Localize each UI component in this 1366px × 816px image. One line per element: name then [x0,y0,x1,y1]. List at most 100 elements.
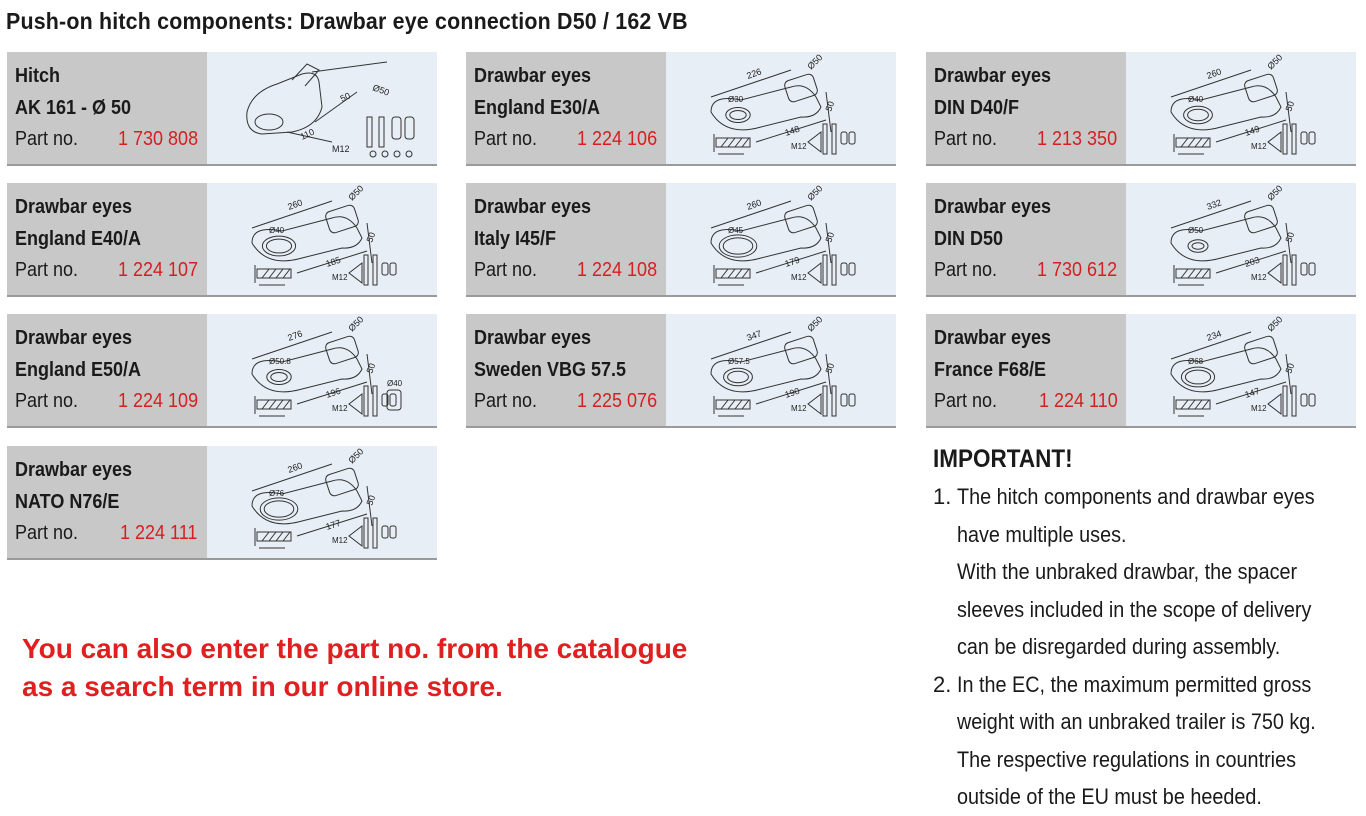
section-view-icon [1173,265,1211,286]
bolt-size: M12 [1251,404,1267,413]
dim-eye-diameter: Ø57.5 [728,357,750,366]
part-number-label: Part no. [15,128,79,150]
dim-shank: Ø50 [346,183,365,202]
part-number-label: Part no. [15,390,79,412]
part-number-label: Part no. [474,390,538,412]
product-name: Drawbar eyes [15,327,133,349]
product-name: Drawbar eyes [474,65,592,87]
dim-height: 50 [1283,362,1296,375]
product-name: Drawbar eyes [934,196,1052,218]
dim-height: 50 [364,231,377,244]
part-number: 1 225 076 [577,390,658,412]
note-number: 2. [933,671,952,697]
note-line: The hitch components and drawbar eyes [957,484,1315,509]
part-number-row: Part no. 1 730 808 [15,124,207,154]
product-model: DIN D40/F [934,97,1020,119]
section-view-icon [1173,396,1211,417]
part-number: 1 730 808 [118,128,199,150]
dim-eye-diameter: Ø30 [728,95,744,104]
part-number: 1 730 612 [1037,259,1118,281]
product-name: Drawbar eyes [15,196,133,218]
dim-height: 50 [364,362,377,375]
bolt-size: M12 [791,142,807,151]
dim-eye-diameter: Ø40 [1188,95,1204,104]
product-model: England E50/A [15,359,142,381]
page-title: Push-on hitch components: Drawbar eye co… [6,8,688,34]
dim-shank: Ø50 [1265,314,1284,333]
product-model: NATO N76/E [15,491,120,513]
part-number-label: Part no. [15,522,79,544]
part-number-row: Part no.1 224 106 [474,124,666,154]
section-view-icon [1173,134,1211,155]
section-view-icon [713,265,751,286]
note-line: sleeves included in the scope of deliver… [957,596,1312,622]
dim-length: 260 [1205,66,1223,81]
dim-offset: 185 [325,255,342,269]
promo-line-1: You can also enter the part no. from the… [22,633,688,664]
dim-length: 276 [286,328,304,343]
bolt-size: M12 [791,273,807,282]
part-number: 1 224 111 [120,522,198,544]
dim-length: 332 [1205,197,1223,212]
part-number-row: Part no. 1 225 076 [474,386,666,416]
product-model: DIN D50 [934,228,1004,250]
dim-eye-diameter: Ø50.8 [269,357,291,366]
dim-length: 260 [286,197,304,212]
part-number-row: Part no. 1 730 612 [934,255,1126,285]
product-name: Drawbar eyes [934,65,1052,87]
bolt-set-icon [1267,123,1316,155]
bolt-set-icon [1267,385,1316,417]
dim-length: 347 [745,328,763,343]
dim-height: 50 [823,231,836,244]
product-model: Italy I45/F [474,228,557,250]
dim-offset: 148 [784,124,801,138]
dim-length: 226 [745,66,763,81]
note-line: can be disregarded during assembly. [957,634,1281,659]
part-number-label: Part no. [934,259,998,281]
product-name: Drawbar eyes [474,196,592,218]
part-number-label: Part no. [934,128,998,150]
part-number-row: Part no.1 213 350 [934,124,1126,154]
note-line: The respective regulations in countries [957,746,1296,772]
product-model: AK 161 - Ø 50 [15,97,132,119]
product-model: England E30/A [474,97,601,119]
online-store-promo: You can also enter the part no. from the… [22,630,822,706]
note-line: In the EC, the maximum permitted gross [957,671,1312,697]
product-model: England E40/A [15,228,142,250]
bolt-size: M12 [332,144,350,154]
bolt-size: M12 [332,404,348,413]
dim-height: 50 [1283,231,1296,244]
dim-length: 260 [745,197,763,212]
part-number: 1 224 109 [118,390,199,412]
promo-line-2: as a search term in our online store. [22,671,503,702]
bolt-size: M12 [332,273,348,282]
section-view-icon [254,396,292,417]
bolt-set-icon [366,116,415,158]
